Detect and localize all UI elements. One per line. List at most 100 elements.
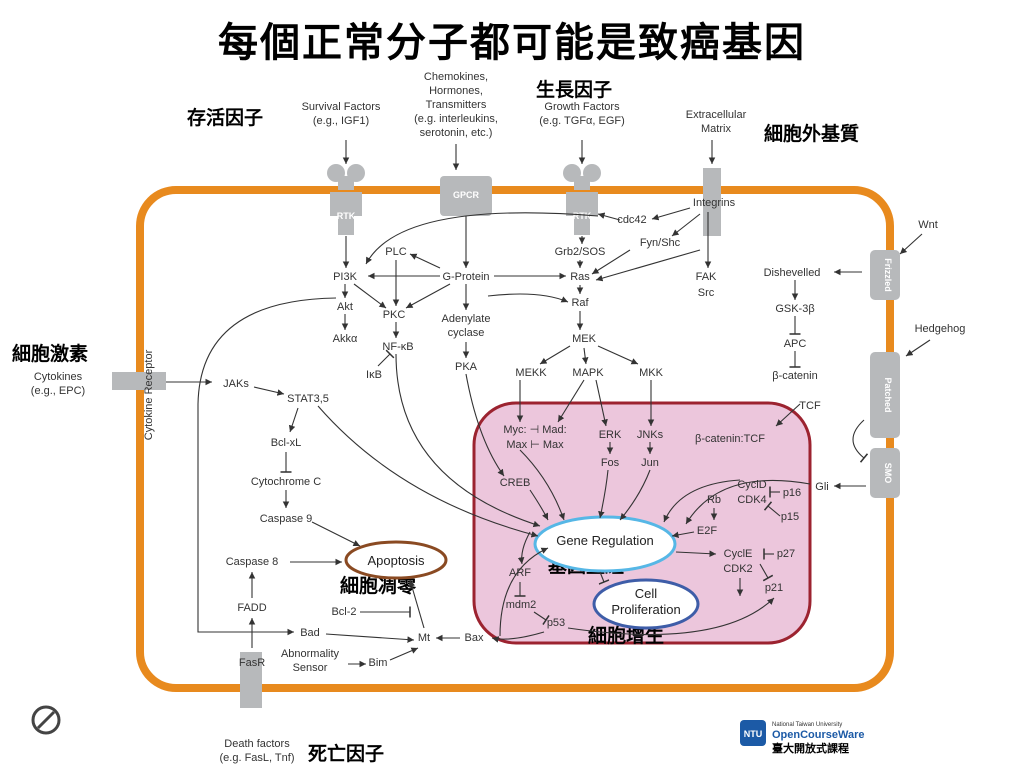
cytokine-receptor-label: Cytokine Receptor — [143, 349, 155, 440]
node-cycld: CyclD — [737, 479, 766, 491]
cytokines-line1: Cytokines — [34, 371, 83, 383]
cc-icon — [31, 705, 61, 735]
zh-ecm: 細胞外基質 — [764, 122, 859, 145]
node-fynshc: Fyn/Shc — [640, 237, 681, 249]
hedgehog-label: Hedgehog — [915, 323, 966, 335]
gene-regulation-ellipse — [533, 515, 677, 573]
node-stat: STAT3,5 — [287, 393, 329, 405]
death-factors-line1: Death factors — [224, 738, 290, 750]
node-bcl2: Bcl-2 — [331, 606, 356, 618]
node-bclxl: Bcl-xL — [271, 437, 302, 449]
survival-factors-line2: (e.g., IGF1) — [313, 115, 369, 127]
node-p27: p27 — [777, 548, 795, 560]
rtk-label-right: RTK — [573, 211, 592, 221]
frizzled-receptor — [870, 250, 900, 300]
ecm-line1: Extracellular — [686, 109, 747, 121]
growth-factors-line2: (e.g. TGFα, EGF) — [539, 115, 625, 127]
wnt-label: Wnt — [918, 219, 938, 231]
ntu-ocw-logo: NTU National Taiwan University OpenCours… — [740, 720, 865, 755]
node-cycle: CyclE — [724, 548, 753, 560]
node-akka: Akkα — [333, 333, 358, 345]
chemokines-line3: Transmitters — [426, 99, 487, 111]
node-akt: Akt — [337, 301, 353, 313]
node-mdm2: mdm2 — [506, 599, 537, 611]
node-mkk: MKK — [639, 367, 664, 379]
gpcr-label: GPCR — [453, 190, 480, 200]
chemokines-line4: (e.g. interleukins, — [414, 113, 498, 125]
node-bcatenin: β-catenin — [772, 370, 817, 382]
node-gsk: GSK-3β — [775, 303, 814, 315]
node-adenylate-line1: Adenylate — [442, 313, 491, 325]
ntu-line3: 臺大開放式課程 — [772, 741, 849, 755]
node-p53: p53 — [547, 617, 565, 629]
cell-membrane — [136, 186, 894, 692]
node-fak: FAK — [696, 271, 717, 283]
node-dishevelled: Dishevelled — [764, 267, 821, 279]
node-pi3k: PI3K — [333, 271, 358, 283]
rtk-receptor-right — [563, 164, 601, 235]
growth-factors-line1: Growth Factors — [544, 101, 620, 113]
node-jnks: JNKs — [637, 429, 664, 441]
node-mekk: MEKK — [515, 367, 547, 379]
gpcr-receptor — [440, 176, 492, 216]
node-casp8: Caspase 8 — [226, 556, 279, 568]
node-grb2: Grb2/SOS — [555, 246, 606, 258]
node-abnormality-line2: Sensor — [293, 662, 328, 674]
proliferation-label-line2: Proliferation — [611, 602, 680, 617]
ntu-line2: OpenCourseWare — [772, 729, 865, 741]
node-bax: Bax — [465, 632, 484, 644]
node-abnormality-line1: Abnormality — [281, 648, 340, 660]
node-fos: Fos — [601, 457, 620, 469]
pathway-arrows — [166, 140, 931, 668]
node-cdc42: cdc42 — [617, 214, 646, 226]
chemokines-line5: serotonin, etc.) — [420, 127, 493, 139]
node-nfkb: NF-κB — [382, 341, 413, 353]
ntu-line1: National Taiwan University — [772, 722, 842, 728]
node-bad: Bad — [300, 627, 320, 639]
frizzled-label: Frizzled — [883, 258, 893, 292]
apoptosis-ellipse — [344, 540, 448, 580]
node-erk: ERK — [599, 429, 622, 441]
node-bim: Bim — [369, 657, 388, 669]
death-factors-line2: (e.g. FasL, Tnf) — [220, 752, 295, 764]
fasr-label: FasR — [239, 657, 265, 669]
node-pka: PKA — [455, 361, 478, 373]
apoptosis-label: Apoptosis — [367, 553, 425, 568]
zh-growth: 生長因子 — [536, 78, 612, 101]
cytokine-receptor-body — [112, 372, 166, 390]
ntu-mark: NTU — [744, 729, 763, 739]
patched-receptor — [870, 352, 900, 438]
proliferation-ellipse — [592, 578, 700, 630]
rtk-receptor-left — [327, 164, 365, 235]
node-integrins: Integrins — [693, 197, 736, 209]
node-src: Src — [698, 287, 715, 299]
node-cdk4: CDK4 — [737, 494, 766, 506]
node-fadd: FADD — [237, 602, 266, 614]
node-e2f: E2F — [697, 525, 717, 537]
zh-proliferation: 細胞增生 — [588, 624, 664, 647]
fasr-receptor-body — [240, 652, 262, 708]
chemokines-line1: Chemokines, — [424, 71, 488, 83]
node-plc: PLC — [385, 246, 406, 258]
node-gli: Gli — [815, 481, 828, 493]
survival-factors-line1: Survival Factors — [302, 101, 381, 113]
node-p15: p15 — [781, 511, 799, 523]
node-mycmad-line2: Max ⊢ Max — [506, 439, 564, 451]
node-raf: Raf — [571, 297, 589, 309]
ecm-line2: Matrix — [701, 123, 731, 135]
node-pkc: PKC — [383, 309, 406, 321]
zh-survival: 存活因子 — [187, 106, 263, 129]
zh-death: 死亡因子 — [308, 742, 384, 765]
node-apc: APC — [784, 338, 807, 350]
node-adenylate-line2: cyclase — [448, 327, 485, 339]
node-ikb: IκB — [366, 369, 382, 381]
zh-hormone: 細胞激素 — [12, 342, 88, 365]
node-cytc: Cytochrome C — [251, 476, 321, 488]
node-creb: CREB — [500, 477, 531, 489]
proliferation-label-line1: Cell — [635, 586, 658, 601]
gene-regulation-label: Gene Regulation — [556, 533, 654, 548]
smo-receptor — [870, 448, 900, 498]
node-mapk: MAPK — [572, 367, 604, 379]
node-casp9: Caspase 9 — [260, 513, 313, 525]
